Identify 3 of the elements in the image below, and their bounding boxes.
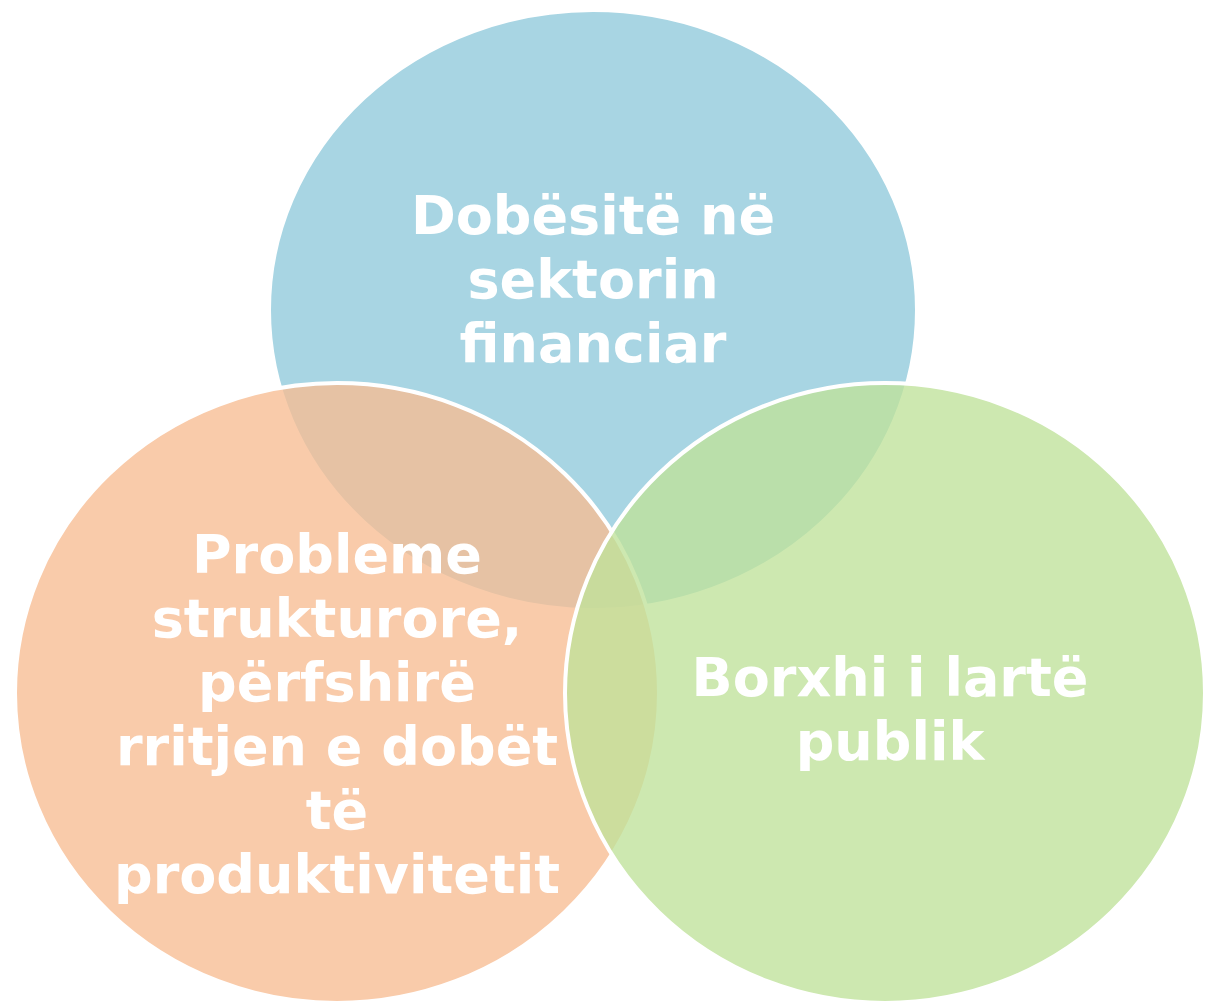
circle-label: Dobësitë në sektorin financiar [409, 184, 777, 376]
circle-label: Probleme strukturore, përfshirë rritjen e dobët të produktivitetit [113, 523, 561, 907]
circle-label: Borxhi i lartë publik [690, 646, 1090, 774]
